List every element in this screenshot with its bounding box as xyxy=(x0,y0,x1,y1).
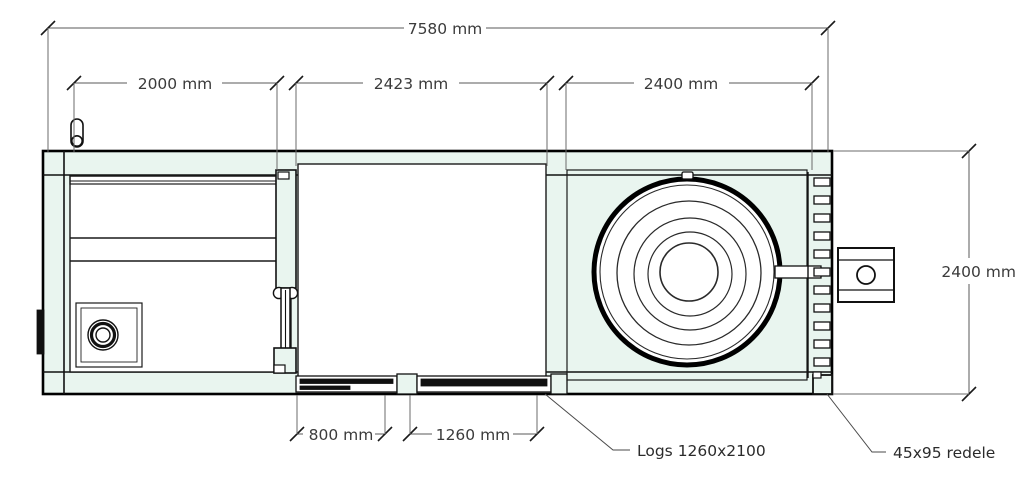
corner-post-icon xyxy=(812,371,833,395)
door-track-gap-post xyxy=(396,373,418,395)
vent-fin-11 xyxy=(813,357,831,367)
dimension-overall-length: 7580 mm xyxy=(40,20,836,152)
left-compartment xyxy=(69,175,292,373)
vent-fin-5 xyxy=(813,249,831,259)
dimension-segment-left: 2000 mm xyxy=(66,75,285,170)
vent-fin-8 xyxy=(813,303,831,313)
drum-ring-2 xyxy=(599,184,775,360)
drum-top-nub xyxy=(681,171,694,180)
corner-post-block xyxy=(812,374,833,395)
dim-2400W-label: 2400 mm xyxy=(941,263,1016,281)
door-track-right-post xyxy=(550,373,568,395)
middle-compartment xyxy=(297,163,547,385)
door-track-group xyxy=(295,373,568,395)
drum-hub xyxy=(659,242,719,302)
vent-fin-2 xyxy=(813,195,831,205)
hatch-ring-inner xyxy=(95,327,111,343)
dim-800-label: 800 mm xyxy=(309,426,374,444)
note-redele: 45x95 redele xyxy=(826,393,995,462)
coupler-icon xyxy=(70,118,84,148)
left-edge-marker xyxy=(36,309,45,355)
middle-compartment-panel xyxy=(297,163,547,385)
drum-ring-5 xyxy=(647,231,733,317)
side-box-hole xyxy=(856,265,876,285)
dimension-door-small: 800 mm xyxy=(289,395,393,444)
dim-1260-label: 1260 mm xyxy=(436,426,511,444)
dim-7580-label: 7580 mm xyxy=(408,20,483,38)
side-box-icon xyxy=(837,247,895,303)
circular-drum-icon xyxy=(591,171,822,368)
vent-fin-icon xyxy=(807,172,831,378)
note-logs: Logs 1260x2100 xyxy=(544,393,766,460)
vent-fin-10 xyxy=(813,339,831,349)
center-door-post xyxy=(272,169,299,374)
vent-fin-7 xyxy=(813,285,831,295)
note-logs-label: Logs 1260x2100 xyxy=(637,442,766,460)
vent-fin-6 xyxy=(813,267,831,277)
vent-fin-9 xyxy=(813,321,831,331)
square-hatch-inner xyxy=(80,307,138,363)
square-hatch-icon xyxy=(75,302,143,368)
dim-2400L-label: 2400 mm xyxy=(644,75,719,93)
drum-ring-4 xyxy=(633,217,747,331)
door-track-large-bar xyxy=(420,378,548,387)
note-redele-leader xyxy=(826,393,886,453)
corner-post-notch xyxy=(812,371,822,379)
vent-fin-4 xyxy=(813,231,831,241)
drum-ring-3 xyxy=(616,200,762,346)
left-edge-black-mark xyxy=(36,309,45,355)
dimension-segment-right: 2400 mm xyxy=(558,75,820,170)
door-post-top-notch xyxy=(277,171,290,180)
dim-2000-label: 2000 mm xyxy=(138,75,213,93)
dimension-door-large: 1260 mm xyxy=(402,395,545,444)
door-track-small-bar2 xyxy=(299,385,351,390)
note-redele-label: 45x95 redele xyxy=(893,444,995,462)
vent-fin-1 xyxy=(813,177,831,187)
coupler-ball xyxy=(71,135,84,148)
dim-2423-label: 2423 mm xyxy=(374,75,449,93)
vent-fin-3 xyxy=(813,213,831,223)
door-post-upper xyxy=(275,169,297,289)
door-post-bottom-notch xyxy=(273,364,286,374)
note-logs-leader xyxy=(544,393,630,451)
dimension-overall-width: 2400 mm xyxy=(833,143,1016,402)
door-track-small-bar xyxy=(299,378,394,384)
dimension-segment-middle: 2423 mm xyxy=(288,75,555,166)
